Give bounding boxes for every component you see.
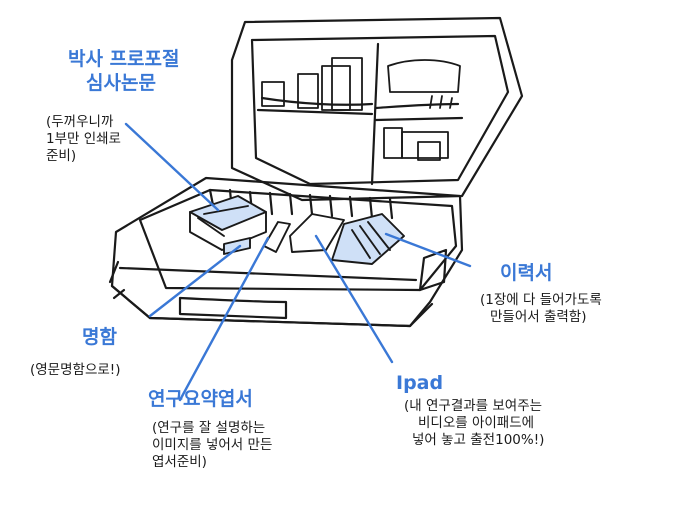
lid-pocket-items (261, 57, 461, 161)
ipad-note-line-3: 넣어 놓고 출전100%!) (412, 431, 545, 448)
resume-note-line-2: 만들어서 출력함) (490, 308, 587, 325)
resume-note-line-1: (1장에 다 들어가도록 (480, 292, 602, 308)
proposal-note-line-2: 1부만 인쇄로 (46, 130, 121, 147)
proposal-title-line-2: 심사논문 (86, 71, 156, 94)
resume-note: (1장에 다 들어가도록 만들어서 출력함) (480, 292, 602, 326)
ipad-note: (내 연구결과를 보여주는 비디오를 아이패드에 넣어 놓고 출전100%!) (404, 398, 544, 449)
proposal-title-line-1: 박사 프로포절 (68, 48, 180, 70)
proposal-note-line-1: (두꺼우니까 (46, 114, 114, 130)
suitcase-contents (189, 195, 405, 265)
namecard-title: 명함 (82, 326, 117, 348)
proposal-title: 박사 프로포절 심사논문 (68, 48, 180, 96)
resume-title: 이력서 (500, 262, 553, 284)
suitcase-lid (230, 16, 524, 202)
research-note-line-2: 이미지를 넣어서 만든 (152, 436, 273, 453)
research-note-line-3: 엽서준비) (152, 453, 207, 470)
research-summary-title: 연구요약엽서 (148, 388, 253, 410)
proposal-note: (두꺼우니까 1부만 인쇄로 준비) (46, 114, 121, 165)
suitcase-body (108, 176, 464, 328)
research-note-line-1: (연구를 잘 설명하는 (152, 420, 266, 436)
proposal-note-line-3: 준비) (46, 147, 77, 164)
research-summary-note: (연구를 잘 설명하는 이미지를 넣어서 만든 엽서준비) (152, 420, 272, 471)
namecard-note: (영문명함으로!) (30, 362, 121, 378)
pointer-lines (124, 122, 472, 402)
ipad-note-line-2: 비디오를 아이패드에 (418, 414, 535, 431)
ipad-note-line-1: (내 연구결과를 보여주는 (404, 398, 543, 414)
ipad-title: Ipad (396, 372, 444, 394)
